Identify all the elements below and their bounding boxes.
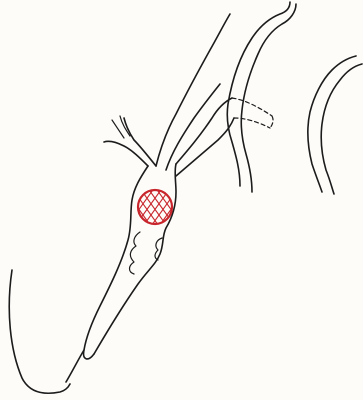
left-branch-outer	[104, 141, 148, 166]
upper-vessel-right-wall	[241, 4, 296, 192]
right-branch-upper-wall	[176, 98, 232, 164]
upper-branch-right-wall	[166, 84, 220, 170]
main-duct-left-wall	[84, 166, 148, 359]
outer-contour	[9, 270, 70, 393]
upper-vessel-left-wall	[227, 2, 290, 186]
duct-tip	[66, 350, 84, 382]
dashed-branch-upper	[232, 98, 272, 116]
dashed-branch-lower	[234, 118, 270, 128]
lesion-hatched-circle	[94, 180, 216, 250]
right-vessel-right-wall	[321, 64, 362, 194]
right-vessel-left-wall	[308, 56, 356, 192]
dashed-branch-cap	[270, 116, 273, 128]
duct-inner-notch	[130, 232, 141, 274]
